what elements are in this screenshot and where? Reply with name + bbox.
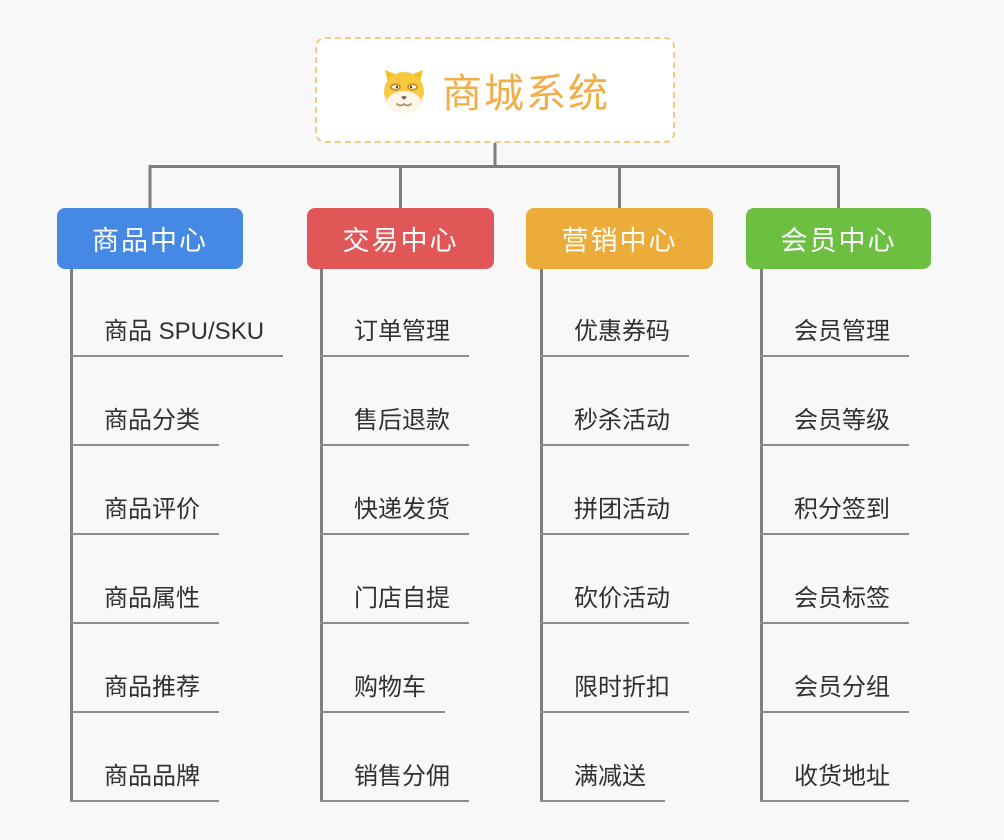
leaf-node-label[interactable]: 砍价活动 xyxy=(540,584,689,624)
leaf-node-label[interactable]: 售后退款 xyxy=(320,406,469,446)
leaf-node-label[interactable]: 满减送 xyxy=(540,762,665,802)
leaf-node: 会员等级 xyxy=(760,406,909,446)
leaf-node: 商品品牌 xyxy=(70,762,219,802)
leaf-node: 商品推荐 xyxy=(70,673,219,713)
leaf-node: 销售分佣 xyxy=(320,762,469,802)
leaf-node-label[interactable]: 商品属性 xyxy=(70,584,219,624)
leaf-node-label[interactable]: 购物车 xyxy=(320,673,445,713)
leaf-node: 积分签到 xyxy=(760,495,909,535)
leaf-node-label[interactable]: 商品评价 xyxy=(70,495,219,535)
leaf-node: 售后退款 xyxy=(320,406,469,446)
leaf-node: 商品 SPU/SKU xyxy=(70,317,284,357)
leaf-node-label[interactable]: 订单管理 xyxy=(320,317,469,357)
leaf-node: 快递发货 xyxy=(320,495,469,535)
leaf-node-label[interactable]: 快递发货 xyxy=(320,495,469,535)
leaf-node: 砍价活动 xyxy=(540,584,689,624)
leaf-node-label[interactable]: 商品分类 xyxy=(70,406,219,446)
leaf-node-label[interactable]: 会员等级 xyxy=(760,406,909,446)
leaf-node-label[interactable]: 门店自提 xyxy=(320,584,469,624)
leaf-node: 秒杀活动 xyxy=(540,406,689,446)
leaf-node-label[interactable]: 商品推荐 xyxy=(70,673,219,713)
leaf-node: 门店自提 xyxy=(320,584,469,624)
leaf-node: 拼团活动 xyxy=(540,495,689,535)
leaf-node-label[interactable]: 积分签到 xyxy=(760,495,909,535)
leaf-node: 满减送 xyxy=(540,762,665,802)
leaf-node: 订单管理 xyxy=(320,317,469,357)
leaf-node: 购物车 xyxy=(320,673,445,713)
leaf-node: 商品分类 xyxy=(70,406,219,446)
leaf-node-label[interactable]: 拼团活动 xyxy=(540,495,689,535)
leaf-node-label[interactable]: 会员标签 xyxy=(760,584,909,624)
leaf-node: 优惠券码 xyxy=(540,317,689,357)
leaf-node-label[interactable]: 秒杀活动 xyxy=(540,406,689,446)
leaf-node-label[interactable]: 收货地址 xyxy=(760,762,909,802)
leaf-node-label[interactable]: 会员管理 xyxy=(760,317,909,357)
root-title: 商城系统 xyxy=(442,72,610,116)
leaf-node-label[interactable]: 优惠券码 xyxy=(540,317,689,357)
branch-node-product-center[interactable]: 商品中心 xyxy=(57,208,243,269)
leaf-node: 会员分组 xyxy=(760,673,909,713)
leaf-node: 会员标签 xyxy=(760,584,909,624)
branch-node-member-center[interactable]: 会员中心 xyxy=(746,208,931,269)
leaf-node: 收货地址 xyxy=(760,762,909,802)
branch-node-trade-center[interactable]: 交易中心 xyxy=(307,208,494,269)
branch-node-marketing-center[interactable]: 营销中心 xyxy=(526,208,713,269)
leaf-node: 限时折扣 xyxy=(540,673,689,713)
root-node[interactable]: 商城系统 xyxy=(315,37,675,143)
leaf-node: 商品属性 xyxy=(70,584,219,624)
shiba-dog-icon xyxy=(380,66,428,114)
leaf-node: 商品评价 xyxy=(70,495,219,535)
leaf-node-label[interactable]: 会员分组 xyxy=(760,673,909,713)
leaf-node-label[interactable]: 商品品牌 xyxy=(70,762,219,802)
leaf-node-label[interactable]: 销售分佣 xyxy=(320,762,469,802)
leaf-node: 会员管理 xyxy=(760,317,909,357)
leaf-node-label[interactable]: 限时折扣 xyxy=(540,673,689,713)
leaf-node-label[interactable]: 商品 SPU/SKU xyxy=(70,317,284,357)
